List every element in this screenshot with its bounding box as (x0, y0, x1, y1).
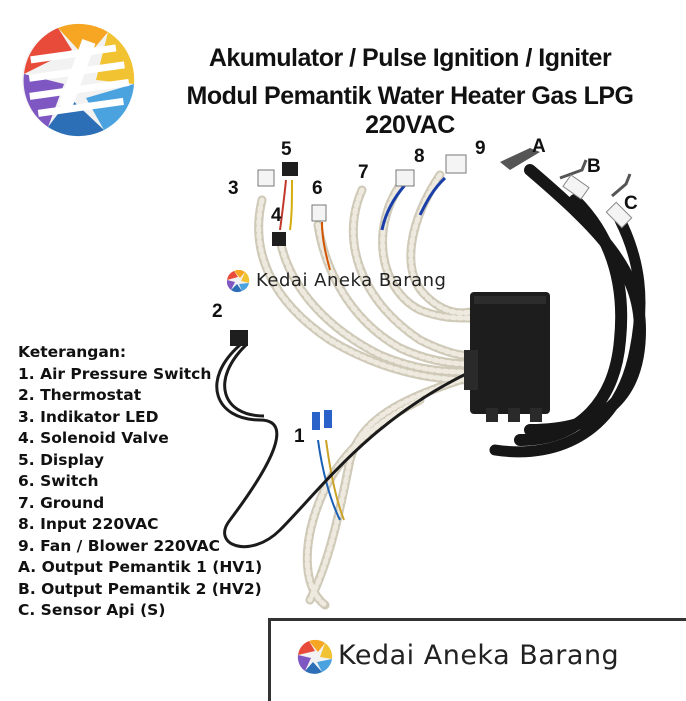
legend-item: 4. Solenoid Valve (18, 429, 169, 447)
hv-cables (489, 164, 647, 458)
legend-item: 8. Input 220VAC (18, 515, 159, 533)
legend-item: 7. Ground (18, 493, 105, 512)
legend-item: 9. Fan / Blower 220VAC (18, 536, 221, 555)
colored-leads (279, 176, 447, 521)
label-9: 9 (475, 138, 486, 159)
label-3: 3 (228, 178, 239, 199)
label-1: 1 (294, 426, 305, 447)
label-B: B (587, 156, 601, 177)
connectors (230, 148, 633, 430)
watermark-text: Kedai Aneka Barang (256, 270, 447, 291)
legend-heading: Keterangan: (18, 343, 127, 361)
label-2: 2 (212, 301, 223, 322)
label-4: 4 (271, 205, 282, 226)
label-8: 8 (414, 146, 425, 167)
brand-logo (22, 23, 135, 137)
legend-item: A. Output Pemantik 1 (HV1) (18, 558, 263, 576)
product-image: Akumulator / Pulse Ignition / Igniter Mo… (18, 23, 686, 701)
igniter-illustration (22, 23, 647, 610)
igniter-module (464, 292, 550, 422)
legend-item: B. Output Pemantik 2 (HV2) (18, 579, 262, 598)
label-6: 6 (312, 178, 323, 199)
thermostat-wire (215, 343, 471, 549)
legend-item: 2. Thermostat (18, 386, 142, 404)
footer-watermark-text: Kedai Aneka Barang (338, 640, 620, 671)
label-C: C (624, 193, 638, 214)
legend-item: C. Sensor Api (S) (18, 601, 166, 619)
page-title: Akumulator / Pulse Ignition / Igniter (208, 44, 612, 72)
legend-item: 6. Switch (18, 472, 99, 490)
legend-item: 3. Indikator LED (18, 407, 159, 426)
legend-item: 1. Air Pressure Switch (18, 364, 212, 383)
label-5: 5 (281, 139, 292, 160)
label-7: 7 (358, 162, 369, 183)
label-A: A (532, 136, 546, 157)
legend-item: 5. Display (18, 450, 104, 469)
page-subtitle: Modul Pemantik Water Heater Gas LPG 220V… (186, 82, 634, 139)
legend: Keterangan: 1. Air Pressure Switch 2. Th… (18, 342, 288, 622)
